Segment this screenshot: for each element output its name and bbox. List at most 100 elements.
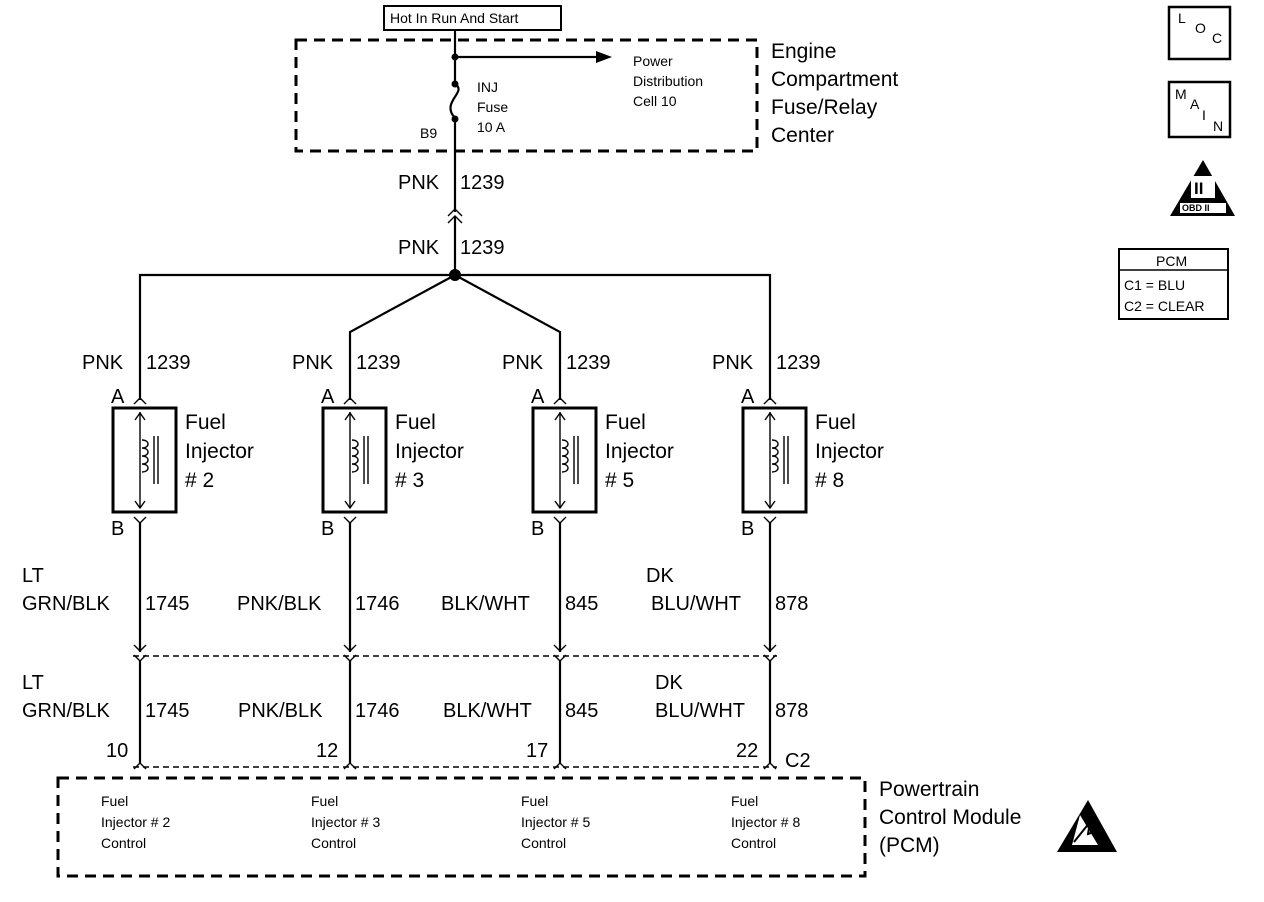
wire-color: GRN/BLK (22, 593, 110, 615)
pcm-pin-connector (553, 762, 567, 770)
injector-pin-a: A (531, 386, 545, 408)
injector-coil (351, 439, 359, 473)
svg-text:I: I (1202, 107, 1206, 123)
svg-text:Distribution: Distribution (633, 73, 703, 89)
injector-pin-a: A (111, 386, 125, 408)
wire-circuit-lower: 845 (565, 700, 598, 722)
wire-color-lower: GRN/BLK (22, 700, 110, 722)
injector-pin-b: B (321, 518, 334, 540)
inline-connector-top (763, 644, 777, 652)
pin-b-connector (343, 516, 357, 524)
svg-text:(PCM): (PCM) (879, 834, 940, 857)
svg-text:10 A: 10 A (477, 119, 506, 135)
injector-feed-color: PNK (502, 352, 544, 374)
feed-wire-label-lower: PNK 1239 (398, 237, 505, 259)
svg-text:Compartment: Compartment (771, 68, 898, 91)
injector-title: Fuel (605, 411, 646, 434)
wire-color-line1: DK (646, 565, 674, 587)
pcm-box (56, 776, 867, 878)
pcm-pin-number: 17 (526, 740, 548, 762)
power-distribution-label: Power Distribution Cell 10 (633, 53, 703, 109)
main-icon: M A I N (1167, 80, 1232, 139)
wire-circuit: 1746 (355, 593, 400, 615)
injector-number: # 3 (395, 469, 424, 492)
wire-circuit: 878 (775, 593, 808, 615)
pcm-pin-number: 22 (736, 740, 758, 762)
svg-text:PNK: PNK (398, 237, 440, 259)
injector-body (111, 406, 178, 514)
injector-feed-circuit: 1239 (356, 352, 401, 374)
injector-title-2: Injector (185, 440, 254, 463)
feed-wire-label-upper: PNK 1239 (398, 172, 505, 194)
obd-ii-icon: II OBD II (1170, 160, 1235, 216)
svg-text:Control Module: Control Module (879, 806, 1021, 829)
wire-circuit-lower: 1745 (145, 700, 190, 722)
svg-text:Center: Center (771, 124, 834, 147)
pin-b-connector (553, 516, 567, 524)
pcm-control-label-3: Control (311, 835, 356, 851)
injector-number: # 2 (185, 469, 214, 492)
injector-title-2: Injector (605, 440, 674, 463)
svg-text:N: N (1213, 118, 1223, 134)
inline-connector-top (343, 644, 357, 652)
pcm-label: Powertrain Control Module (PCM) (879, 778, 1021, 857)
injector-feed-circuit: 1239 (776, 352, 821, 374)
svg-text:Powertrain: Powertrain (879, 778, 979, 801)
svg-text:Engine: Engine (771, 40, 836, 63)
pin-a-connector (133, 397, 147, 405)
injector-title-2: Injector (815, 440, 884, 463)
pcm-pin-connector (343, 762, 357, 770)
svg-text:II: II (1194, 179, 1203, 198)
pcm-control-label-3: Control (101, 835, 146, 851)
injector-number: # 5 (605, 469, 634, 492)
injector-pin-b: B (741, 518, 754, 540)
pin-a-connector (343, 397, 357, 405)
svg-text:Hot In Run And Start: Hot In Run And Start (390, 10, 519, 26)
svg-text:M: M (1175, 86, 1187, 102)
injector-title: Fuel (185, 411, 226, 434)
pcm-control-label-1: Fuel (521, 793, 548, 809)
pcm-control-label-2: Injector # 2 (101, 814, 170, 830)
svg-text:Fuse: Fuse (477, 99, 508, 115)
wire-color-lower: PNK/BLK (238, 700, 323, 722)
pcm-connector-label: C2 (785, 750, 811, 772)
pcm-pin-connector (763, 762, 777, 770)
pin-a-connector (763, 397, 777, 405)
loc-icon: L O C (1167, 5, 1232, 61)
wire-circuit-lower: 878 (775, 700, 808, 722)
injector-pin-b: B (111, 518, 124, 540)
wire-circuit: 1745 (145, 593, 190, 615)
wire-color-line1-lower: DK (655, 672, 683, 694)
injector-feed-circuit: 1239 (566, 352, 611, 374)
injector-arrow-down (764, 500, 776, 510)
injector-feed-color: PNK (82, 352, 124, 374)
pcm-connector-legend: PCM C1 = BLU C2 = CLEAR (1118, 248, 1229, 320)
injector-feed-color: PNK (712, 352, 754, 374)
svg-text:C2 = CLEAR: C2 = CLEAR (1124, 298, 1205, 314)
pcm-control-label-2: Injector # 8 (731, 814, 800, 830)
svg-text:1239: 1239 (460, 237, 505, 259)
hot-in-run-label: Hot In Run And Start (383, 5, 562, 31)
pcm-pin-number: 10 (106, 740, 128, 762)
injector-pin-a: A (741, 386, 755, 408)
pcm-control-label-2: Injector # 3 (311, 814, 380, 830)
wire-circuit-lower: 1746 (355, 700, 400, 722)
feed-inline-connector (447, 208, 463, 275)
injector-arrow-up (554, 411, 566, 421)
svg-text:O: O (1195, 20, 1206, 36)
svg-text:PCM: PCM (1156, 253, 1187, 269)
pcm-control-label-1: Fuel (101, 793, 128, 809)
svg-text:1239: 1239 (460, 172, 505, 194)
pcm-pin-number: 12 (316, 740, 338, 762)
svg-text:Fuse/Relay: Fuse/Relay (771, 96, 878, 119)
pcm-control-label-1: Fuel (311, 793, 338, 809)
wire-color: BLU/WHT (651, 593, 741, 615)
pcm-pin-connector (133, 762, 147, 770)
svg-text:C1 = BLU: C1 = BLU (1124, 277, 1185, 293)
svg-text:C: C (1212, 30, 1222, 46)
injector-pin-a: A (321, 386, 335, 408)
pcm-control-label-1: Fuel (731, 793, 758, 809)
svg-text:Power: Power (633, 53, 673, 69)
